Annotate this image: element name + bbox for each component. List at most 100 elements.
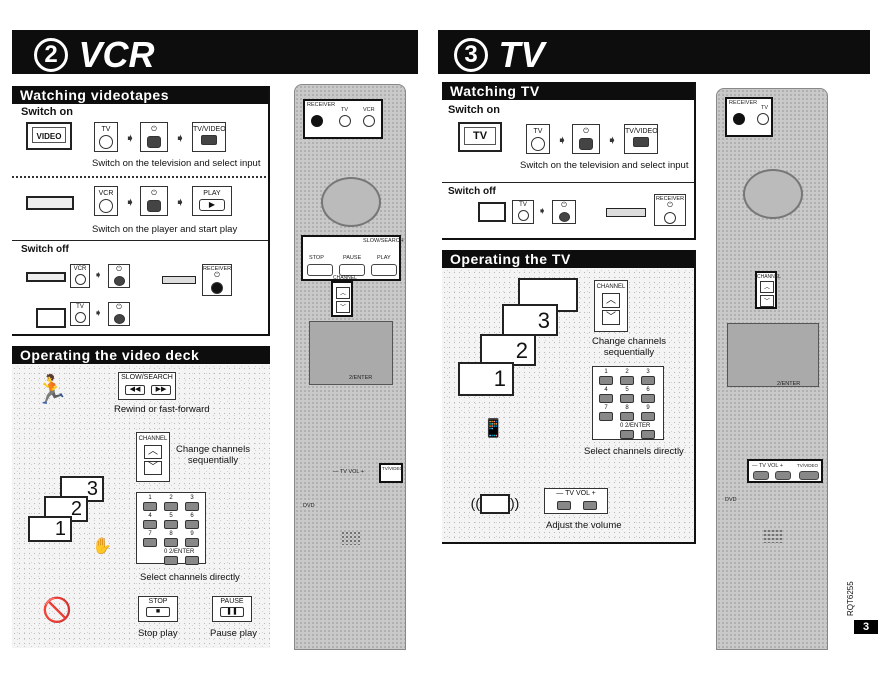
stop-key[interactable]: STOP ■ bbox=[138, 596, 178, 622]
keypad-key-6[interactable] bbox=[185, 520, 199, 529]
receiver-unit-icon bbox=[606, 208, 646, 217]
tv-key[interactable]: TV bbox=[512, 200, 534, 224]
tv-input-label: TV bbox=[472, 130, 488, 142]
vcr-section-number: 2 bbox=[34, 38, 68, 72]
vcr-section-title: VCR bbox=[78, 34, 155, 75]
arrow-right-icon: ➧ bbox=[125, 195, 136, 209]
watching-tv-heading: Watching TV bbox=[442, 82, 696, 100]
keypad-key-1[interactable] bbox=[599, 376, 613, 385]
remote-dpad[interactable] bbox=[743, 169, 803, 219]
section-border bbox=[12, 334, 270, 336]
divider bbox=[12, 240, 270, 241]
keypad-key-4[interactable] bbox=[143, 520, 157, 529]
arrow-right-icon: ➧ bbox=[175, 195, 186, 209]
keypad-key-7[interactable] bbox=[599, 412, 613, 421]
remote-highlight-transport: SLOW/SEARCH STOP PAUSE PLAY bbox=[301, 235, 404, 281]
keypad-digit-label: 7 bbox=[604, 405, 608, 411]
pause-caption: Pause play bbox=[210, 628, 258, 639]
remote-receiver-button[interactable] bbox=[733, 113, 745, 125]
keypad-key-enter[interactable] bbox=[641, 430, 655, 439]
vcr-key[interactable]: VCR bbox=[70, 264, 90, 288]
video-input-label: VIDEO bbox=[36, 132, 62, 141]
keypad-key-enter[interactable] bbox=[185, 556, 199, 565]
remote-keypad-area bbox=[727, 323, 819, 387]
keypad-key-8[interactable] bbox=[164, 538, 178, 547]
channel-key[interactable]: CHANNEL ︿ ﹀ bbox=[136, 432, 170, 482]
remote-tvvideo-button[interactable] bbox=[799, 471, 819, 480]
watching-videotapes-section: Watching videotapes Switch on VIDEO TV ➧… bbox=[12, 86, 270, 336]
power-key[interactable]: ⏻ bbox=[108, 302, 130, 326]
keypad-key-3[interactable] bbox=[185, 502, 199, 511]
keypad-key-4[interactable] bbox=[599, 394, 613, 403]
receiver-key[interactable]: RECEIVER ⏻ bbox=[202, 264, 232, 296]
arrow-right-icon: ➧ bbox=[557, 133, 568, 147]
remote-channel-up-button[interactable]: ︿ bbox=[336, 287, 350, 299]
remote-receiver-button[interactable] bbox=[311, 115, 323, 127]
keypad-key-9[interactable] bbox=[185, 538, 199, 547]
remote-tv-label: TV bbox=[761, 105, 769, 111]
remote-speaker-grille bbox=[341, 531, 361, 545]
remote-channel-down-button[interactable]: ﹀ bbox=[760, 295, 774, 307]
volume-up-button[interactable] bbox=[583, 501, 597, 510]
remote-pause-button[interactable] bbox=[339, 264, 365, 276]
remote-tv-button[interactable] bbox=[339, 115, 351, 127]
tvvideo-key[interactable]: TV/VIDEO bbox=[192, 122, 226, 152]
receiver-unit-icon bbox=[162, 276, 196, 284]
arrow-right-icon: ➧ bbox=[175, 131, 186, 145]
volume-down-button[interactable] bbox=[557, 501, 571, 510]
channel-down-icon: ﹀ bbox=[144, 461, 162, 475]
channel-caption: Change channels sequentially bbox=[176, 444, 250, 466]
tvvol-key[interactable]: — TV VOL + bbox=[544, 488, 608, 514]
remote-vol-up-button[interactable] bbox=[775, 471, 791, 480]
slow-search-keys[interactable]: SLOW/SEARCH ◀◀ ▶▶ bbox=[118, 372, 176, 400]
channel-down-icon: ﹀ bbox=[602, 310, 620, 325]
keypad-key-9[interactable] bbox=[641, 412, 655, 421]
vcr-key[interactable]: VCR bbox=[94, 186, 118, 216]
keypad-key-6[interactable] bbox=[641, 394, 655, 403]
remote-dpad[interactable] bbox=[321, 177, 381, 227]
keypad-key-1[interactable] bbox=[143, 502, 157, 511]
remote-channel-down-button[interactable]: ﹀ bbox=[336, 301, 350, 313]
power-key[interactable]: ⏻ bbox=[552, 200, 576, 224]
keypad-key-0[interactable] bbox=[620, 430, 634, 439]
remote-tv-button[interactable] bbox=[757, 113, 769, 125]
operating-video-deck-section: Operating the video deck 🏃 SLOW/SEARCH ◀… bbox=[12, 346, 270, 648]
vcr-key-label: VCR bbox=[98, 190, 114, 197]
tvvideo-key[interactable]: TV/VIDEO bbox=[624, 124, 658, 154]
remote-vcr-button[interactable] bbox=[363, 115, 375, 127]
volume-caption: Adjust the volume bbox=[546, 520, 622, 531]
remote-play-button[interactable] bbox=[371, 264, 397, 276]
keypad-key-3[interactable] bbox=[641, 376, 655, 385]
keypad-digit-label: 3 bbox=[190, 495, 194, 501]
remote-vol-down-button[interactable] bbox=[753, 471, 769, 480]
power-key[interactable]: ⏻ bbox=[140, 186, 168, 216]
play-key[interactable]: PLAY ▶ bbox=[192, 186, 232, 216]
keypad-key-2[interactable] bbox=[620, 376, 634, 385]
remote-receiver-label: RECEIVER bbox=[307, 102, 336, 108]
keypad-key-8[interactable] bbox=[620, 412, 634, 421]
keypad-key-5[interactable] bbox=[164, 520, 178, 529]
keypad-key-5[interactable] bbox=[620, 394, 634, 403]
keypad-key-7[interactable] bbox=[143, 538, 157, 547]
tv-key[interactable]: TV bbox=[94, 122, 118, 152]
tv-section-title: TV bbox=[498, 34, 545, 75]
tv-key[interactable]: TV bbox=[526, 124, 550, 154]
remote-stop-button[interactable] bbox=[307, 264, 333, 276]
remote-channel-up-button[interactable]: ︿ bbox=[760, 281, 774, 293]
keypad-key-2[interactable] bbox=[164, 502, 178, 511]
power-key[interactable]: ⏻ bbox=[140, 122, 168, 152]
power-icon: ⏻ bbox=[203, 272, 231, 280]
power-key[interactable]: ⏻ bbox=[108, 264, 130, 288]
receiver-key[interactable]: RECEIVER ⏻ bbox=[654, 194, 686, 226]
channel-key[interactable]: CHANNEL ︿ ﹀ bbox=[594, 280, 628, 332]
keypad-key-0[interactable] bbox=[164, 556, 178, 565]
tv-key[interactable]: TV bbox=[70, 302, 90, 326]
switch-on-label: Switch on bbox=[448, 104, 500, 116]
tvvideo-key-label: TV/VIDEO bbox=[625, 128, 658, 135]
channel-up-icon: ︿ bbox=[144, 445, 162, 459]
power-key[interactable]: ⏻ bbox=[572, 124, 600, 154]
tv-video-icon: VIDEO bbox=[26, 122, 72, 150]
pause-key[interactable]: PAUSE ❚❚ bbox=[212, 596, 252, 622]
